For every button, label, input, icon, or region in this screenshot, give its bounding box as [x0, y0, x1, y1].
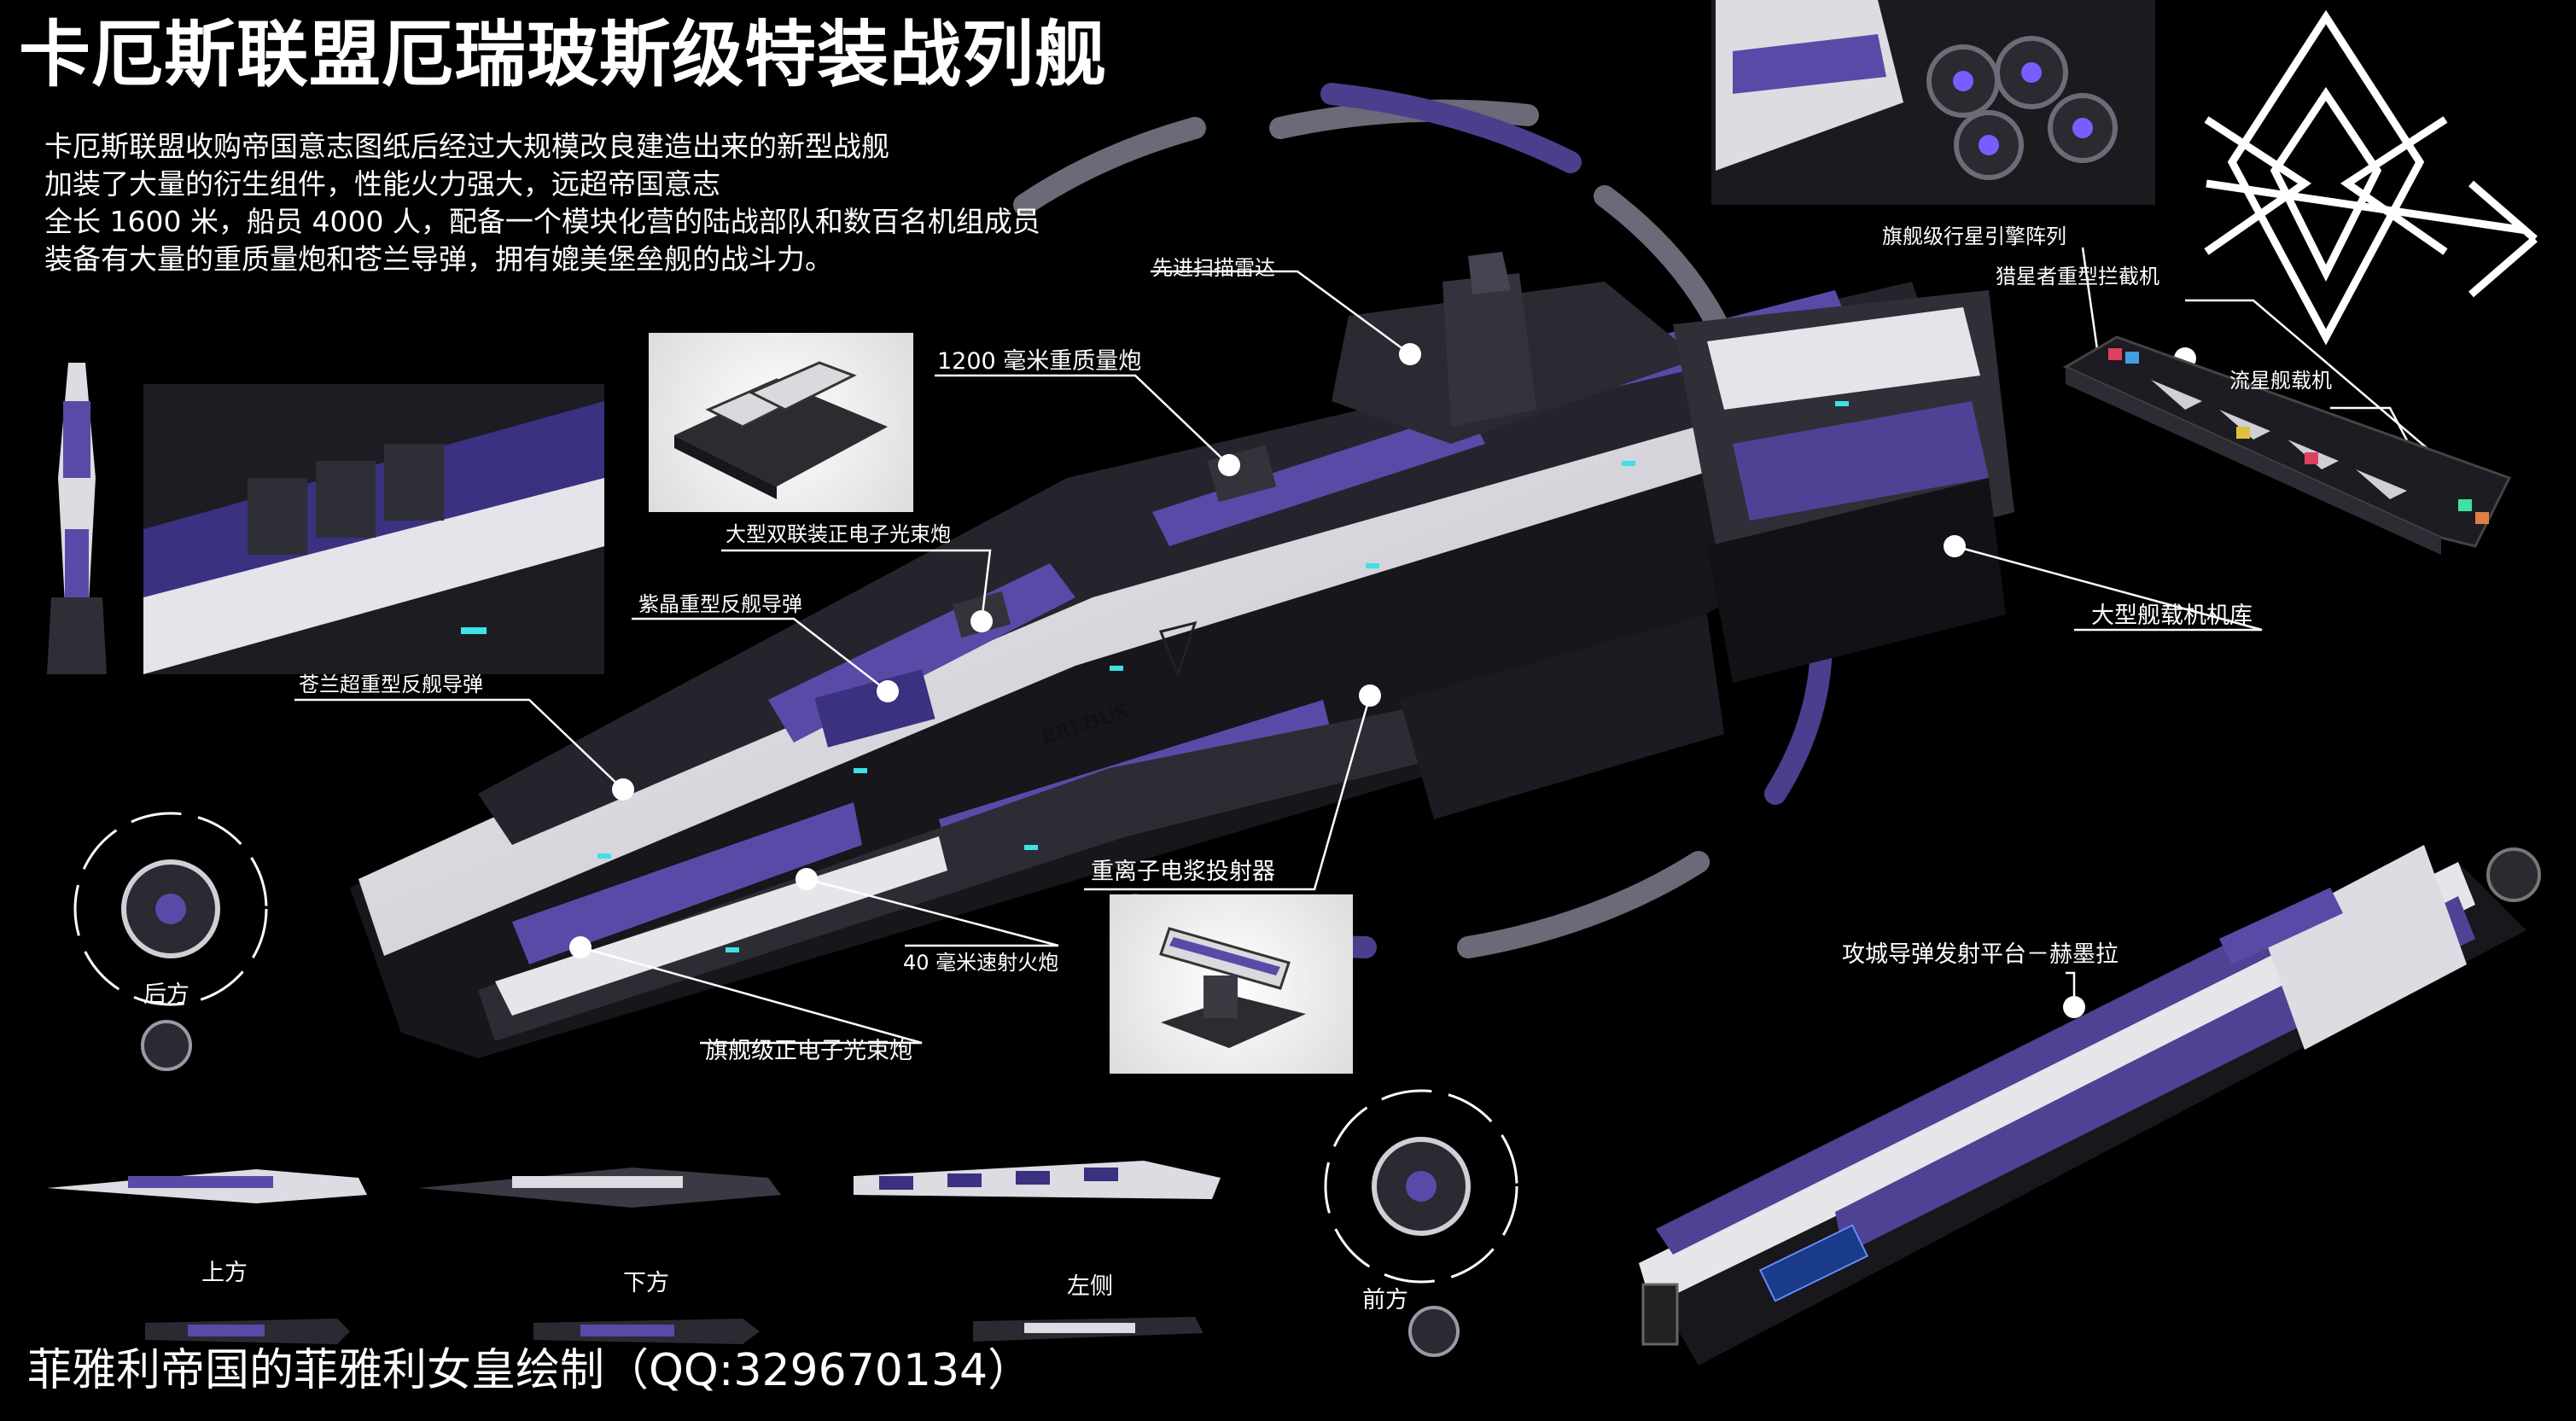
view-label-left: 左侧: [1067, 1273, 1113, 1300]
callout-flagship-positron: 旗舰级正电子光束炮: [705, 1038, 912, 1064]
hangar-tray: [2062, 335, 2512, 555]
bottom-view: [418, 1168, 781, 1344]
mass-cannon-render: [649, 333, 913, 512]
callout-twin-positron: 大型双联装正电子光束炮: [726, 522, 951, 546]
plasma-projector-model-icon: [1159, 927, 1306, 1048]
callout-heavy-plasma: 重离子电浆投射器: [1091, 859, 1275, 885]
view-label-front: 前方: [1362, 1287, 1408, 1313]
page-title: 卡厄斯联盟厄瑞玻斯级特装战列舰: [19, 13, 1108, 96]
view-label-top: 上方: [201, 1260, 248, 1286]
front-view: [1324, 1089, 1518, 1357]
plasma-projector-render: [1110, 894, 1353, 1074]
callout-rapid-gun: 40 毫米速射火炮: [903, 951, 1059, 975]
mass-cannon-model-icon: [674, 361, 888, 499]
callout-mass-cannon: 1200 毫米重质量炮: [937, 348, 1142, 375]
callout-amethyst-missile: 紫晶重型反舰导弹: [638, 592, 802, 616]
siege-missile-platform: [1639, 845, 2541, 1366]
view-label-bottom: 下方: [623, 1270, 669, 1296]
description-line: 卡厄斯联盟收购帝国意志图纸后经过大规模改良建造出来的新型战舰: [44, 130, 889, 163]
top-view: [47, 1169, 367, 1344]
description-block: 卡厄斯联盟收购帝国意志图纸后经过大规模改良建造出来的新型战舰 加装了大量的衍生组…: [44, 128, 1040, 278]
callout-hangar: 大型舰载机机库: [2091, 603, 2253, 629]
callout-siege-platform: 攻城导弹发射平台－赫墨拉: [1842, 941, 2118, 968]
interior-closeup: [143, 384, 604, 674]
description-line: 加装了大量的衍生组件，性能火力强大，远超帝国意志: [44, 167, 720, 201]
callout-interceptor: 猎星者重型拦截机: [1996, 265, 2159, 288]
rear-view: [73, 812, 268, 1071]
callout-engine-array: 旗舰级行星引擎阵列: [1882, 224, 2066, 248]
callout-canglan-missile: 苍兰超重型反舰导弹: [299, 673, 483, 696]
callout-dots: [569, 343, 2427, 1018]
view-label-rear: 后方: [143, 981, 189, 1008]
callout-meteor-fighter: 流星舰载机: [2229, 369, 2332, 393]
main-battleship: [350, 252, 2014, 1058]
left-view: [854, 1161, 1221, 1342]
engine-array-closeup: [1711, 0, 2155, 205]
author-credit: 菲雅利帝国的菲雅利女皇绘制（QQ:329670134）: [27, 1345, 1033, 1396]
faction-emblem-icon: [2204, 9, 2538, 346]
description-line: 装备有大量的重质量炮和苍兰导弹，拥有媲美堡垒舰的战斗力。: [44, 242, 833, 276]
side-profile-vertical: [47, 363, 107, 674]
description-line: 全长 1600 米，船员 4000 人，配备一个模块化营的陆战部队和数百名机组成…: [44, 205, 1040, 238]
callout-radar: 先进扫描雷达: [1152, 256, 1275, 280]
